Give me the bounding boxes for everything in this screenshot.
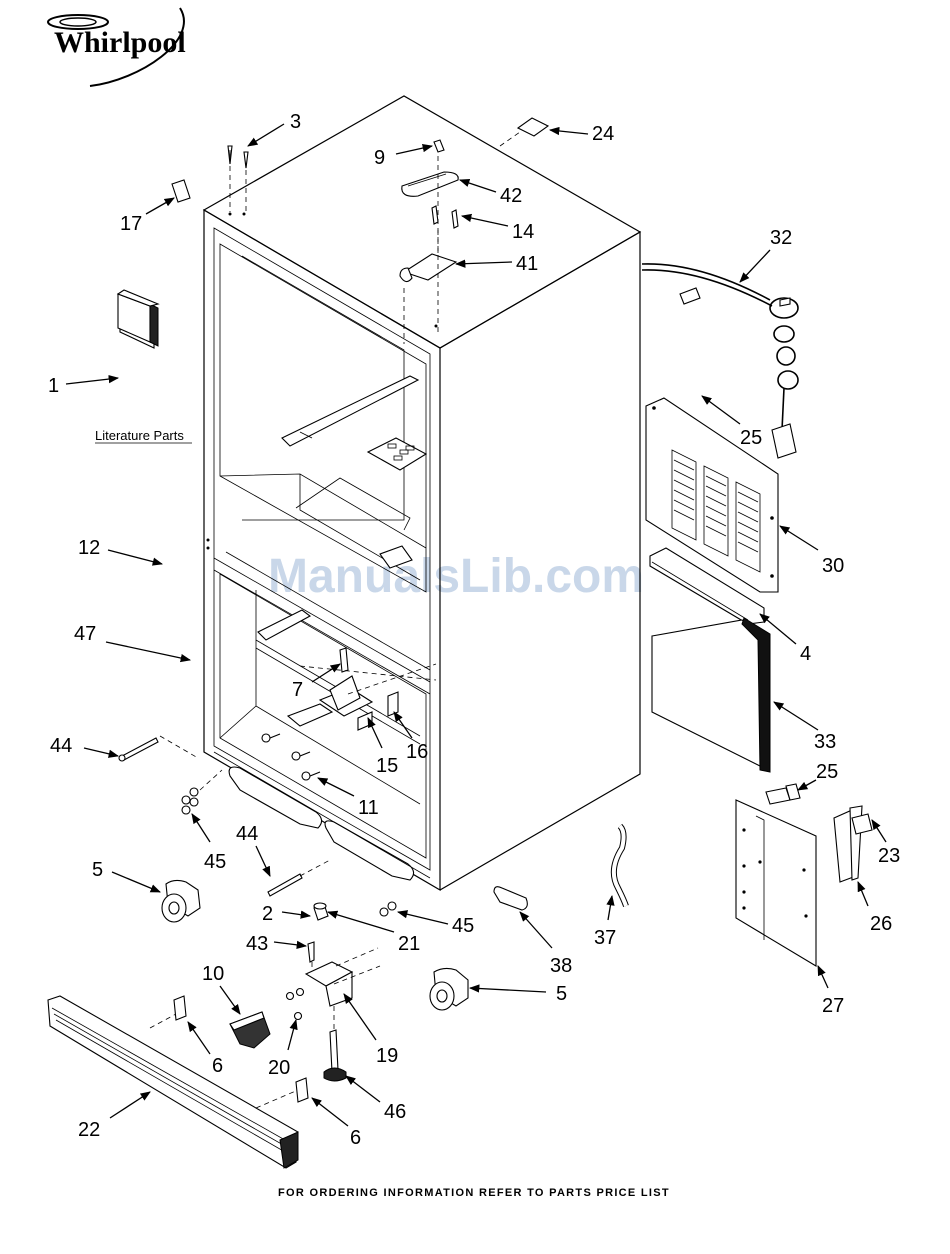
top-hardware: [172, 118, 548, 344]
callout-6-lower: 6: [350, 1127, 361, 1149]
callout-23: 23: [878, 845, 900, 867]
callout-17: 17: [120, 213, 142, 235]
drain-tube: [494, 826, 626, 910]
callout-20: 20: [268, 1057, 290, 1079]
rear-access-panel: [646, 288, 790, 592]
callout-11: 11: [358, 797, 379, 819]
callout-9: 9: [374, 147, 385, 169]
callout-33: 33: [814, 731, 836, 753]
callout-1: 1: [48, 375, 59, 397]
callout-41: 41: [516, 253, 538, 275]
whirlpool-logo: Whirlpool: [48, 8, 186, 86]
literature-parts: Literature Parts: [95, 290, 192, 443]
callout-24: 24: [592, 123, 614, 145]
callout-46: 46: [384, 1101, 406, 1123]
callout-38: 38: [550, 955, 572, 977]
callout-4: 4: [800, 643, 811, 665]
callout-26: 26: [870, 913, 892, 935]
callout-12: 12: [78, 537, 100, 559]
callout-42: 42: [500, 185, 522, 207]
callout-25-upper: 25: [740, 427, 762, 449]
caster-left: [162, 880, 200, 922]
callout-43: 43: [246, 933, 268, 955]
logo-text: Whirlpool: [54, 26, 186, 59]
callout-14: 14: [512, 221, 534, 243]
callout-45-left: 45: [204, 851, 226, 873]
callout-44-upper: 44: [50, 735, 72, 757]
callout-15: 15: [376, 755, 398, 777]
callout-2: 2: [262, 903, 273, 925]
refrigerator-cabinet: [204, 96, 640, 890]
callout-47: 47: [74, 623, 96, 645]
callout-21: 21: [398, 933, 420, 955]
callout-25-lower: 25: [816, 761, 838, 783]
callout-5-right: 5: [556, 983, 567, 1005]
callout-45-right: 45: [452, 915, 474, 937]
caster-right: [430, 968, 468, 1010]
callout-5-left: 5: [92, 859, 103, 881]
callout-19: 19: [376, 1045, 398, 1067]
side-panel: [736, 784, 872, 966]
callouts: 1 2 3 4 5 5 6 6 7 9 10 11 12: [48, 111, 900, 1149]
callout-30: 30: [822, 555, 844, 577]
callout-37: 37: [594, 927, 616, 949]
callout-44-lower: 44: [236, 823, 258, 845]
callout-6-upper: 6: [212, 1055, 223, 1077]
callout-3: 3: [290, 111, 301, 133]
callout-10: 10: [202, 963, 224, 985]
footer-note: FOR ORDERING INFORMATION REFER TO PARTS …: [278, 1187, 670, 1199]
insulation-panel: [652, 618, 770, 772]
callout-32: 32: [770, 227, 792, 249]
literature-parts-label: Literature Parts: [95, 428, 184, 443]
callout-27: 27: [822, 995, 844, 1017]
callout-7: 7: [292, 679, 303, 701]
callout-22: 22: [78, 1119, 100, 1141]
watermark-text: ManualsLib.com: [268, 550, 644, 603]
toe-grille: [48, 996, 308, 1168]
callout-16: 16: [406, 741, 428, 763]
